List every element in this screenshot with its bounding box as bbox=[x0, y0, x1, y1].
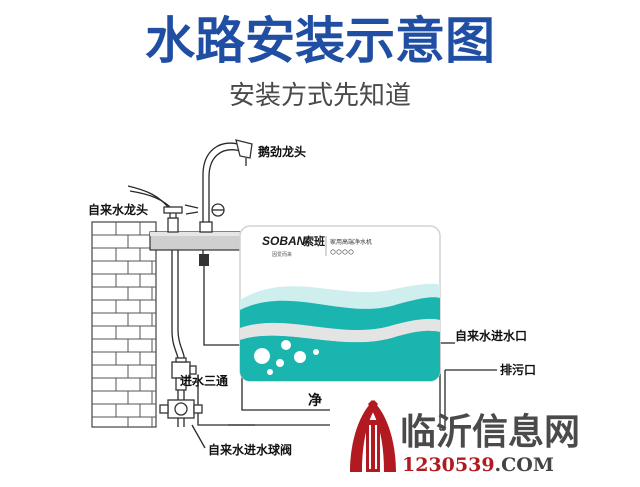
ball-valve-icon bbox=[159, 390, 203, 427]
label-tee: 进水三通 bbox=[180, 373, 228, 388]
label-tap-faucet: 自来水龙头 bbox=[88, 202, 148, 217]
product-name: 家用高端净水机 bbox=[330, 238, 372, 246]
ball-valve-leader bbox=[191, 424, 206, 449]
watermark-logo-icon bbox=[350, 400, 396, 472]
gooseneck-faucet-icon bbox=[184, 139, 253, 233]
brand-tagline: 因爱而来 bbox=[272, 251, 292, 258]
brand-cn: 索班 bbox=[303, 234, 325, 248]
watermark-number: 1230539 bbox=[402, 454, 495, 476]
watermark: 临沂信息网 1230539.COM bbox=[350, 400, 580, 476]
label-ball-valve: 自来水进水球阀 bbox=[208, 442, 292, 457]
label-gooseneck-faucet: 鹅劲龙头 bbox=[258, 144, 306, 159]
brick-wall bbox=[91, 221, 157, 428]
countertop-highlight bbox=[150, 232, 250, 236]
tap-faucet-icon bbox=[127, 185, 183, 233]
brand-latin: SOBAN bbox=[262, 234, 306, 248]
label-drain: 排污口 bbox=[500, 362, 536, 377]
status-indicators bbox=[330, 249, 354, 255]
label-pure-water: 净 bbox=[308, 392, 322, 409]
watermark-domain: .COM bbox=[495, 454, 554, 476]
purifier-wave-pattern bbox=[240, 283, 440, 381]
tee-valve-icon bbox=[171, 357, 197, 391]
page-subtitle: 安装方式先知道 bbox=[229, 81, 411, 111]
watermark-site-url: 1230539.COM bbox=[402, 454, 554, 476]
watermark-site-name: 临沂信息网 bbox=[400, 412, 580, 453]
page-title: 水路安装示意图 bbox=[145, 12, 495, 70]
water-purifier: SOBAN 索班 因爱而来 家用高端净水机 bbox=[239, 225, 441, 382]
label-inlet: 自来水进水口 bbox=[455, 328, 527, 343]
pipe-connector bbox=[199, 254, 209, 266]
